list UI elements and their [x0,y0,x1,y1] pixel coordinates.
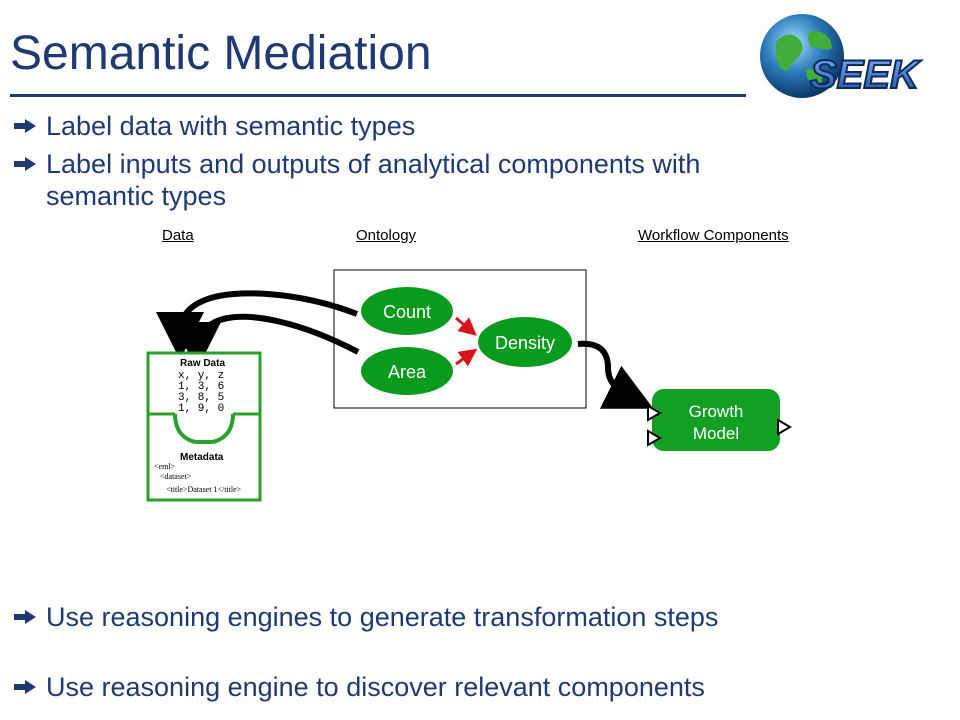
seek-logo: SEEK [760,14,923,98]
bullet-text: Label data with semantic types [46,111,416,141]
output-port-icon [777,418,792,436]
metadata-line: <title>Dataset 1</title> [166,485,242,494]
column-label-workflow: Workflow Components [638,227,789,244]
node-label: Area [388,362,427,382]
ontology-node-area: Area [361,347,453,395]
raw-data-row: x, y, z [178,370,224,382]
input-port-icon [647,429,662,447]
arrow-right-icon [14,610,36,624]
bullet-text: Use reasoning engines to generate transf… [46,602,719,632]
metadata-line: <eml> [154,462,176,471]
arrow-right-icon [14,119,36,133]
arrow-right-icon [14,680,36,694]
component-growth-model: Growth Model [652,389,780,451]
raw-data-box: Raw Data x, y, z 1, 3, 6 3, 8, 5 1, 9, 0… [146,351,262,502]
column-label-ontology: Ontology [356,227,417,244]
column-label-data: Data [162,227,194,244]
ontology-node-density: Density [478,317,572,367]
link-count-to-data [156,290,359,360]
component-label: Model [693,424,739,443]
link-area-to-data [173,313,360,370]
slide-title: Semantic Mediation [10,27,432,80]
metadata-heading: Metadata [180,452,224,463]
title-underline [10,94,746,97]
red-arrow-area-density [455,348,478,367]
node-label: Count [383,302,431,322]
bullet-text: Label inputs and outputs of analytical c… [46,149,701,179]
red-arrow-count-density [455,316,477,336]
node-label: Density [495,333,555,353]
link-density-to-component [577,340,654,409]
arrow-right-icon [14,157,36,171]
logo-text: SEEK [810,53,922,97]
input-port-icon [647,404,662,422]
bullet-text: semantic types [46,181,227,211]
metadata-line: <dataset> [160,472,192,481]
raw-data-heading: Raw Data [180,358,225,369]
raw-data-row: 3, 8, 5 [178,392,224,404]
ontology-node-count: Count [361,287,453,335]
component-label: Growth [689,402,744,421]
bullet-text: Use reasoning engine to discover relevan… [46,672,705,702]
raw-data-row: 1, 9, 0 [178,403,224,415]
raw-data-row: 1, 3, 6 [178,381,224,393]
